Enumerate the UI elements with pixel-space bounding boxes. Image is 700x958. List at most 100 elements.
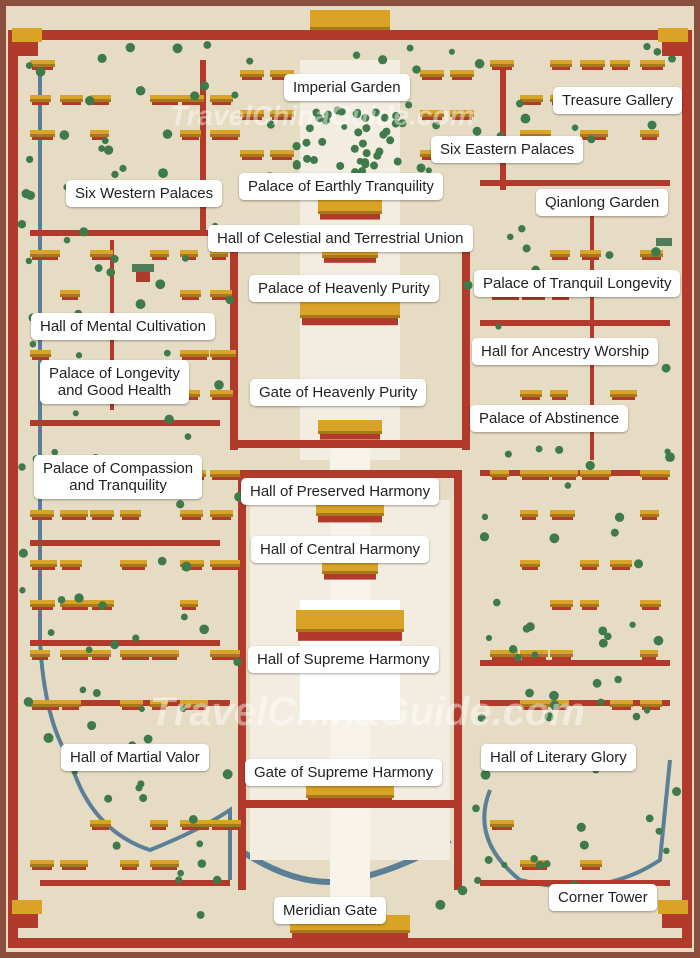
building-body [612, 707, 631, 710]
tree [405, 101, 413, 109]
garden-tree [303, 154, 312, 163]
building-body [552, 607, 571, 610]
roof [30, 700, 61, 707]
roof [90, 510, 114, 517]
roof-eave [550, 654, 573, 657]
tree [576, 822, 586, 832]
label-six-eastern-palaces[interactable]: Six Eastern Palaces [431, 136, 584, 163]
building-body [92, 517, 112, 520]
building-body [182, 607, 196, 610]
building-body [522, 477, 549, 480]
tree [233, 657, 242, 667]
roof-eave [490, 474, 509, 477]
roof-eave [30, 254, 60, 257]
roof-eave [180, 99, 204, 102]
tree [188, 815, 198, 824]
tree [352, 51, 361, 59]
roof [640, 600, 661, 607]
roof [60, 560, 82, 567]
label-hall-mental-cultivation[interactable]: Hall of Mental Cultivation [31, 313, 215, 340]
label-corner-tower[interactable]: Corner Tower [549, 884, 657, 911]
roof [322, 560, 378, 574]
building-body [582, 67, 603, 70]
label-six-western-palaces[interactable]: Six Western Palaces [66, 180, 223, 207]
label-palace-tranquil-longevity[interactable]: Palace of Tranquil Longevity [474, 270, 681, 297]
tree [479, 532, 490, 542]
east-wall [682, 30, 692, 948]
tree [592, 678, 602, 688]
palace-wall [30, 420, 220, 426]
roof [60, 860, 88, 867]
tree [672, 787, 682, 797]
roof-eave [120, 654, 151, 657]
building-body [642, 257, 661, 260]
roof-eave [120, 514, 141, 517]
roof [60, 700, 81, 707]
label-imperial-garden[interactable]: Imperial Garden [284, 74, 410, 101]
tree [177, 869, 184, 877]
building-body [582, 257, 599, 260]
label-palace-compassion-tranquility[interactable]: Palace of Compassion and Tranquility [34, 455, 203, 499]
label-gate-supreme-harmony[interactable]: Gate of Supreme Harmony [245, 759, 443, 786]
roof [520, 390, 542, 397]
label-qianlong-garden[interactable]: Qianlong Garden [536, 189, 669, 216]
building-body [152, 657, 177, 660]
tree [17, 219, 27, 229]
roof-eave [90, 514, 114, 517]
building-body [642, 607, 659, 610]
building-body [62, 297, 78, 300]
garden-tree [358, 139, 367, 148]
label-hall-literary-glory[interactable]: Hall of Literary Glory [481, 744, 636, 771]
corner-tower-roof [658, 900, 688, 914]
roof-eave [270, 114, 294, 117]
tree [504, 450, 512, 458]
building-body [642, 517, 657, 520]
roof [240, 70, 264, 77]
roof-eave [60, 704, 81, 707]
label-hall-ancestry-worship[interactable]: Hall for Ancestry Worship [472, 338, 659, 365]
roof-eave [60, 654, 90, 657]
roof-eave [120, 864, 139, 867]
tree [564, 482, 572, 489]
label-palace-heavenly-purity[interactable]: Palace of Heavenly Purity [249, 275, 439, 302]
label-hall-supreme-harmony[interactable]: Hall of Supreme Harmony [248, 646, 439, 673]
tree [196, 910, 205, 919]
tree [485, 634, 493, 642]
label-palace-earthly-tranquility[interactable]: Palace of Earthly Tranquility [239, 173, 443, 200]
label-hall-celestial-terrestrial-union[interactable]: Hall of Celestial and Terrestrial Union [208, 225, 473, 252]
roof-eave [180, 564, 204, 567]
label-palace-abstinence[interactable]: Palace of Abstinence [470, 405, 629, 432]
building-body [32, 607, 53, 610]
label-palace-longevity-good-health[interactable]: Palace of Longevity and Good Health [40, 360, 189, 404]
label-hall-central-harmony[interactable]: Hall of Central Harmony [251, 536, 430, 563]
roof [60, 600, 90, 607]
roof [640, 700, 662, 707]
roof [610, 390, 637, 397]
tree [579, 840, 589, 850]
label-hall-preserved-harmony[interactable]: Hall of Preserved Harmony [241, 478, 440, 505]
building-body [522, 297, 545, 300]
roof-eave [90, 254, 113, 257]
roof [180, 510, 203, 517]
roof [550, 510, 575, 517]
roof-eave [30, 134, 55, 137]
label-meridian-gate[interactable]: Meridian Gate [274, 897, 387, 924]
label-hall-martial-valor[interactable]: Hall of Martial Valor [61, 744, 209, 771]
roof [120, 650, 151, 657]
building-body [582, 867, 600, 870]
roof [490, 820, 514, 827]
garden-tree [398, 119, 407, 128]
tree [135, 784, 143, 792]
garden-tree [370, 161, 379, 170]
building-body [182, 137, 199, 140]
roof-eave [180, 354, 209, 357]
building-body [212, 357, 234, 360]
roof [60, 95, 83, 102]
label-treasure-gallery[interactable]: Treasure Gallery [553, 87, 683, 114]
roof-eave [550, 704, 569, 707]
garden-tree [309, 156, 318, 165]
roof [180, 560, 204, 567]
roof [180, 290, 201, 297]
label-gate-heavenly-purity[interactable]: Gate of Heavenly Purity [250, 379, 427, 406]
roof [580, 600, 599, 607]
